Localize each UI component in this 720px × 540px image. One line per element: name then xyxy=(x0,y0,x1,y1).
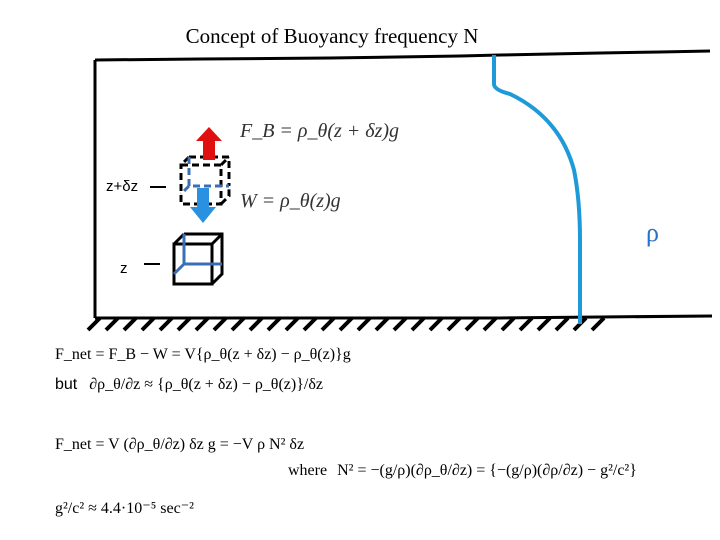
derivative-approximation: but ∂ρ_θ/∂z ≈ {ρ_θ(z + δz) − ρ_θ(z)}/δz xyxy=(55,376,323,394)
slide-title: Concept of Buoyancy frequency N xyxy=(185,24,479,48)
parcel-cube xyxy=(172,232,224,286)
ground-hatching xyxy=(86,316,606,332)
level-lower-label: z xyxy=(120,260,128,277)
net-force-equation: F_net = F_B − W = V{ρ_θ(z + δz) − ρ_θ(z)… xyxy=(55,346,351,363)
but-label: but xyxy=(55,376,78,393)
buoyancy-frequency-text: N² = −(g/ρ)(∂ρ_θ/∂z) = {−(g/ρ)(∂ρ/∂z) − … xyxy=(337,462,637,479)
weight-equation: W = ρ_θ(z)g xyxy=(240,190,341,212)
density-profile-curve xyxy=(492,55,582,324)
where-label: where xyxy=(288,462,328,479)
container-top-edge xyxy=(94,49,711,62)
density-label: ρ xyxy=(646,218,659,247)
buoyancy-force-arrow xyxy=(196,127,222,160)
level-upper-label: z+δz xyxy=(106,178,139,195)
derivative-approximation-text: ∂ρ_θ/∂z ≈ {ρ_θ(z + δz) − ρ_θ(z)}/δz xyxy=(89,376,323,393)
container-bottom-edge xyxy=(95,314,713,320)
weight-force-arrow xyxy=(190,188,216,223)
buoyancy-force-equation: F_B = ρ_θ(z + δz)g xyxy=(240,120,400,142)
net-force-buoyancy-equation: F_net = V (∂ρ_θ/∂z) δz g = −V ρ N² δz xyxy=(55,436,304,454)
sound-speed-term-value: g²/c² ≈ 4.4·10⁻⁵ sec⁻² xyxy=(55,500,194,517)
net-force-buoyancy-text: F_net = V (∂ρ_θ/∂z) δz g = −V ρ N² δz xyxy=(55,436,305,453)
buoyancy-frequency-definition: where N² = −(g/ρ)(∂ρ_θ/∂z) = {−(g/ρ)(∂ρ/… xyxy=(288,462,637,480)
